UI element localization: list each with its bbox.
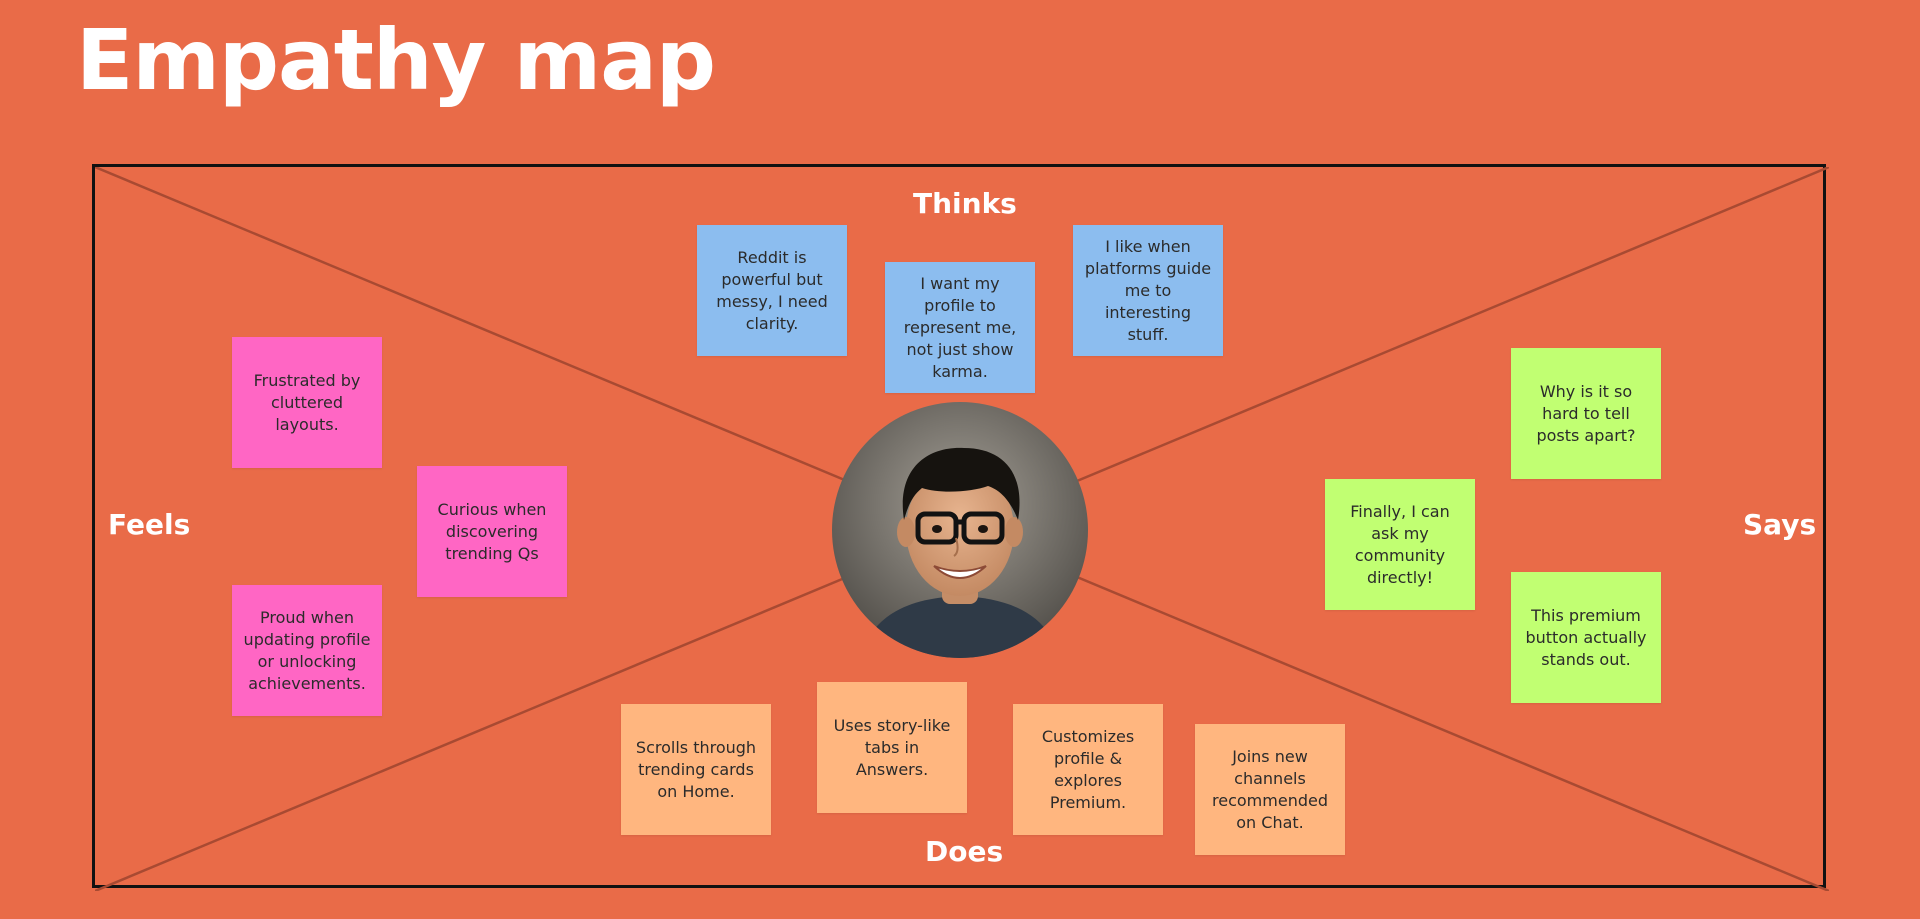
sticky-note-thinks: I like when platforms guide me to intere…: [1073, 225, 1223, 356]
person-portrait-icon: [832, 402, 1088, 658]
sticky-note-says: This premium button actually stands out.: [1511, 572, 1661, 703]
sticky-note-does: Uses story-like tabs in Answers.: [817, 682, 967, 813]
sticky-note-does: Joins new channels recommended on Chat.: [1195, 724, 1345, 855]
sticky-note-says: Why is it so hard to tell posts apart?: [1511, 348, 1661, 479]
quadrant-label-thinks: Thinks: [913, 187, 1017, 220]
page-title: Empathy map: [76, 11, 716, 109]
quadrant-label-does: Does: [925, 835, 1004, 868]
sticky-note-feels: Frustrated by cluttered layouts.: [232, 337, 382, 468]
sticky-note-says: Finally, I can ask my community directly…: [1325, 479, 1475, 610]
sticky-note-feels: Proud when updating profile or unlocking…: [232, 585, 382, 716]
sticky-note-thinks: I want my profile to represent me, not j…: [885, 262, 1035, 393]
sticky-note-feels: Curious when discovering trending Qs: [417, 466, 567, 597]
persona-avatar: [832, 402, 1088, 658]
quadrant-label-says: Says: [1743, 508, 1817, 541]
sticky-note-does: Scrolls through trending cards on Home.: [621, 704, 771, 835]
sticky-note-thinks: Reddit is powerful but messy, I need cla…: [697, 225, 847, 356]
sticky-note-does: Customizes profile & explores Premium.: [1013, 704, 1163, 835]
quadrant-label-feels: Feels: [108, 508, 191, 541]
